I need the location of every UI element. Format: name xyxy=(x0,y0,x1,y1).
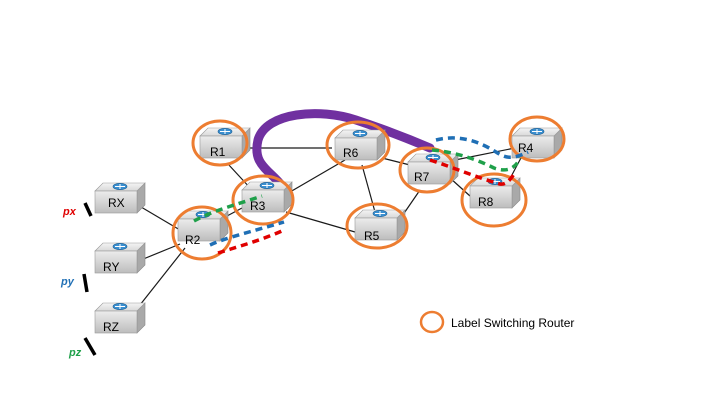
router-rx-label: RX xyxy=(108,196,125,210)
lsr-ring-r5 xyxy=(345,202,409,250)
port-py-label: py xyxy=(60,276,75,288)
lsr-ring-r4 xyxy=(508,115,566,163)
lsr-ring-r6 xyxy=(325,120,391,170)
router-r7-label: R7 xyxy=(414,170,430,184)
legend-ring-icon xyxy=(419,310,445,334)
green-dashed-path-left xyxy=(193,194,263,223)
router-r6-label: R6 xyxy=(343,146,359,160)
port-py-bar xyxy=(82,273,89,293)
link-r7-r4 xyxy=(454,147,516,161)
port-pz-label: pz xyxy=(68,347,82,359)
router-r2-label: R2 xyxy=(185,233,201,247)
legend: Label Switching Router xyxy=(419,310,574,334)
router-r4-label: R4 xyxy=(518,141,534,155)
router-rz-label: RZ xyxy=(103,320,119,334)
router-r1[interactable]: R1 xyxy=(199,127,251,159)
router-rz[interactable]: RZ xyxy=(94,302,146,334)
lsr-ring-r3 xyxy=(231,174,295,226)
router-r3-label: R3 xyxy=(250,199,266,213)
router-ry[interactable]: RY xyxy=(94,242,146,274)
router-rx[interactable]: RX xyxy=(94,182,146,214)
router-r7[interactable]: R7 xyxy=(407,153,459,185)
purple-path xyxy=(252,109,435,191)
legend-label: Label Switching Router xyxy=(451,316,574,330)
green-dashed-path-right xyxy=(431,148,522,172)
router-r1-label: R1 xyxy=(210,145,226,159)
router-r8-label: R8 xyxy=(478,195,494,209)
router-r5-label: R5 xyxy=(364,229,380,243)
port-pz-bar xyxy=(83,337,97,356)
router-r2[interactable]: R2 xyxy=(177,210,229,247)
router-r5[interactable]: R5 xyxy=(354,209,406,243)
lsr-ring-r1 xyxy=(191,119,249,167)
lsr-ring-r8 xyxy=(460,172,528,228)
link-r3-r5 xyxy=(285,211,356,233)
router-r8[interactable]: R8 xyxy=(469,177,521,209)
port-px-bar xyxy=(83,202,93,217)
blue-dashed-path-left xyxy=(209,220,285,247)
port-px-label: px xyxy=(62,206,77,218)
link-r3-r6 xyxy=(289,159,346,193)
lsr-rings xyxy=(171,115,566,261)
link-rz-r2 xyxy=(135,247,186,311)
router-r3[interactable]: R3 xyxy=(241,181,293,213)
red-dashed-path-right xyxy=(429,158,516,186)
router-r6[interactable]: R6 xyxy=(334,129,386,161)
router-r4[interactable]: R4 xyxy=(511,127,563,159)
router-ry-label: RY xyxy=(103,260,119,274)
link-r6-r7 xyxy=(381,157,411,166)
lsr-ring-r2 xyxy=(171,205,233,261)
blue-dashed-path-right xyxy=(435,136,529,159)
red-dashed-path-left xyxy=(217,228,285,255)
